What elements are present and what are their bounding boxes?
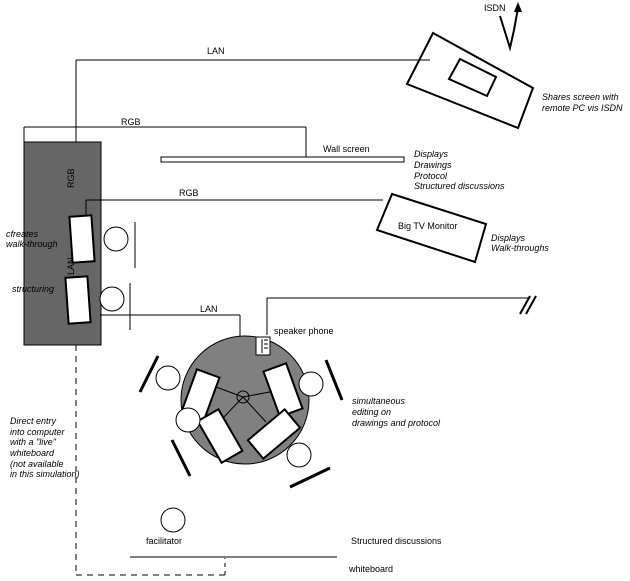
hub-spoke-4 (242, 396, 267, 423)
tv-desc-2: Walk-throughs (491, 243, 549, 253)
phone-line-break-2 (525, 295, 537, 315)
direct-label-5: (not available (10, 459, 64, 469)
tv-monitor-label: Big TV Monitor (398, 221, 457, 231)
lan-vertical-label: LAN (66, 257, 76, 275)
direct-label-4: whiteboard (10, 448, 55, 458)
remote-pc (405, 31, 535, 130)
isdn-arrow-icon (514, 2, 522, 12)
structured-disc-label: Structured discussions (351, 536, 442, 546)
isdn-label: ISDN (484, 3, 506, 13)
person-table-bottom-left (175, 407, 201, 433)
big-tv-monitor (375, 192, 488, 264)
tv-desc-1: Displays (491, 233, 526, 243)
shares-label-1: Shares screen with (542, 92, 619, 102)
person-bottom-workstation (99, 286, 125, 312)
isdn-lightning-icon (499, 7, 519, 52)
direct-label-1: Direct entry (10, 416, 57, 426)
speaker-phone-label: speaker phone (274, 326, 334, 336)
direct-label-2: into computer (10, 427, 66, 437)
table-hub (236, 390, 250, 404)
wall-desc-2: Drawings (414, 160, 452, 170)
workstation-top (68, 214, 96, 264)
speaker-phone-icon (255, 336, 271, 356)
person-table-left (155, 365, 181, 391)
direct-label-3: with a "live" (10, 437, 57, 447)
whiteboard-label: whiteboard (348, 564, 393, 574)
rgb-mid-label: RGB (179, 188, 199, 198)
shares-label-2: remote PC vis ISDN (542, 103, 623, 113)
wall-screen (160, 156, 405, 163)
chair-line-3 (170, 439, 192, 477)
wall-desc-3: Protocol (414, 171, 448, 181)
wall-screen-label: Wall screen (323, 144, 370, 154)
facilitator-label: facilitator (146, 536, 182, 546)
creates-label-1: cfreates (6, 229, 39, 239)
person-top-workstation (103, 226, 129, 252)
person-facilitator (160, 507, 186, 533)
direct-label-6: in this simulation) (10, 469, 80, 479)
simul-label-2: editing on (352, 407, 391, 417)
chair-line-1 (138, 355, 160, 393)
rgb-top-label: RGB (121, 117, 141, 127)
laptop-right (262, 362, 304, 418)
structuring-label: structuring (12, 284, 54, 294)
laptop-bottom-left (196, 407, 244, 465)
wall-desc-1: Displays (414, 149, 449, 159)
wall-desc-4: Structured discussions (414, 181, 505, 191)
person-table-right (298, 371, 324, 397)
chair-line-2 (324, 359, 344, 401)
lan-top-label: LAN (207, 46, 225, 56)
simul-label-3: drawings and protocol (352, 418, 441, 428)
person-table-bottom-right (286, 442, 312, 468)
simul-label-1: simultaneous (352, 396, 406, 406)
rgb-vertical-label: RGB (66, 168, 76, 188)
laptop-bottom-right (246, 407, 302, 461)
creates-label-2: walk-through (6, 239, 58, 249)
phone-line-break-1 (519, 295, 531, 315)
workstation-bottom (64, 275, 92, 325)
hub-spoke-2 (242, 390, 276, 398)
hub-spoke-3 (221, 396, 244, 420)
lan-mid-label: LAN (200, 304, 218, 314)
chair-line-4 (289, 466, 331, 489)
